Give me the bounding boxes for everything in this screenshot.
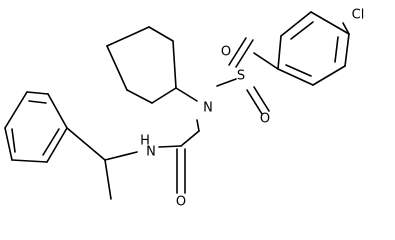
molecule-structure: Cl S O O N H N O <box>4 8 364 210</box>
cyclohexyl-ring <box>106 26 177 104</box>
sulfonyl-oxygen-top-label: O <box>221 45 231 60</box>
sulfur-label: S <box>237 69 245 84</box>
sulfonyl-oxygen-bottom-label: O <box>260 112 270 127</box>
backbone-bonds <box>66 22 350 200</box>
sulfonamide-nitrogen-label: N <box>203 101 213 116</box>
carbonyl-oxygen-label: O <box>176 195 186 210</box>
chlorophenyl-ring <box>277 11 350 86</box>
phenyl-ring <box>4 91 68 163</box>
amide-nitrogen-label: N <box>146 145 156 160</box>
chlorine-label: Cl <box>352 8 365 23</box>
atom-labels: Cl S O O N H N O <box>140 8 364 210</box>
amide-hydrogen-label: H <box>140 134 150 149</box>
